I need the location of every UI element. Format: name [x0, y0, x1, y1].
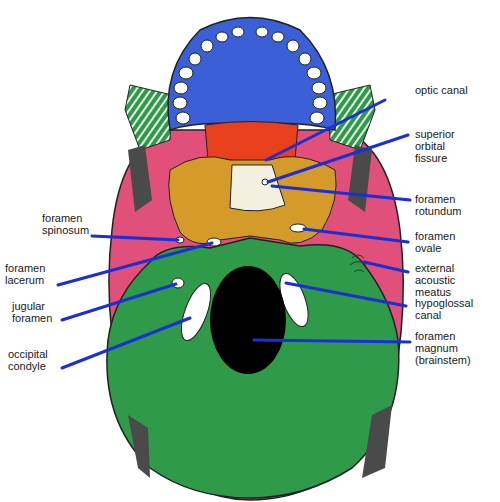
mastoid-shade [362, 405, 392, 478]
structure-label: foramen rotundum [415, 193, 475, 217]
structure-label: optic canal [415, 84, 495, 96]
structure-label: foramen spinosum [42, 212, 102, 236]
structure-label: foramen lacerum [5, 262, 65, 286]
structure-label: jugular foramen [12, 300, 72, 324]
maxilla [168, 18, 336, 131]
zygomatic-bone [125, 85, 172, 150]
foramen-magnum-shape [210, 266, 286, 374]
structure-label: foramen ovale [415, 230, 475, 254]
structure-label: external acoustic meatus [415, 262, 475, 298]
acoustic-meatus [350, 255, 366, 272]
leader-lines [58, 100, 410, 368]
structure-label: foramen magnum (brainstem) [415, 330, 495, 366]
occipital-bone [107, 238, 399, 498]
structure-label: hypoglossal canal [415, 297, 485, 321]
structure-label: occipital condyle [8, 348, 68, 372]
occipital-condyle-shape [175, 280, 216, 344]
teeth [173, 27, 327, 124]
structure-label: superior orbital fissure [415, 128, 470, 164]
mastoid-shade [128, 415, 150, 478]
zygomatic-arch [128, 145, 152, 212]
